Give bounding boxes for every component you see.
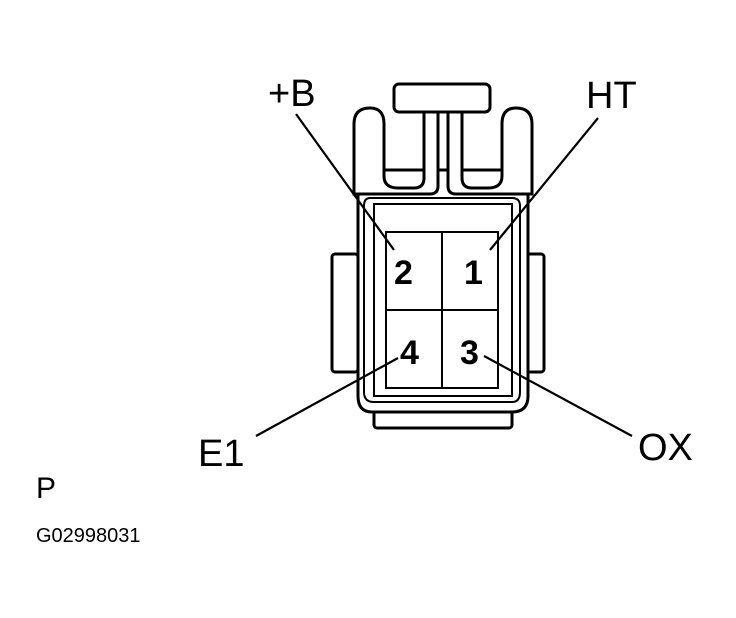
view-letter: P	[36, 472, 56, 505]
pin-label-plus-b: +B	[268, 73, 316, 115]
pin-label-e1: E1	[198, 433, 244, 475]
figure-code: G02998031	[36, 525, 141, 547]
pin-number-2: 2	[394, 254, 413, 292]
connector-housing	[330, 82, 546, 430]
leader-line-pin-1	[489, 117, 599, 251]
leader-line-pin-4	[255, 357, 399, 437]
pin-number-1: 1	[464, 254, 483, 292]
pin-number-4: 4	[400, 334, 419, 372]
pin-number-3: 3	[460, 334, 479, 372]
pin-label-ht: HT	[586, 75, 637, 117]
leader-line-pin-3	[483, 355, 633, 437]
leader-line-pin-2	[295, 113, 395, 251]
pin-label-ox: OX	[638, 427, 693, 469]
